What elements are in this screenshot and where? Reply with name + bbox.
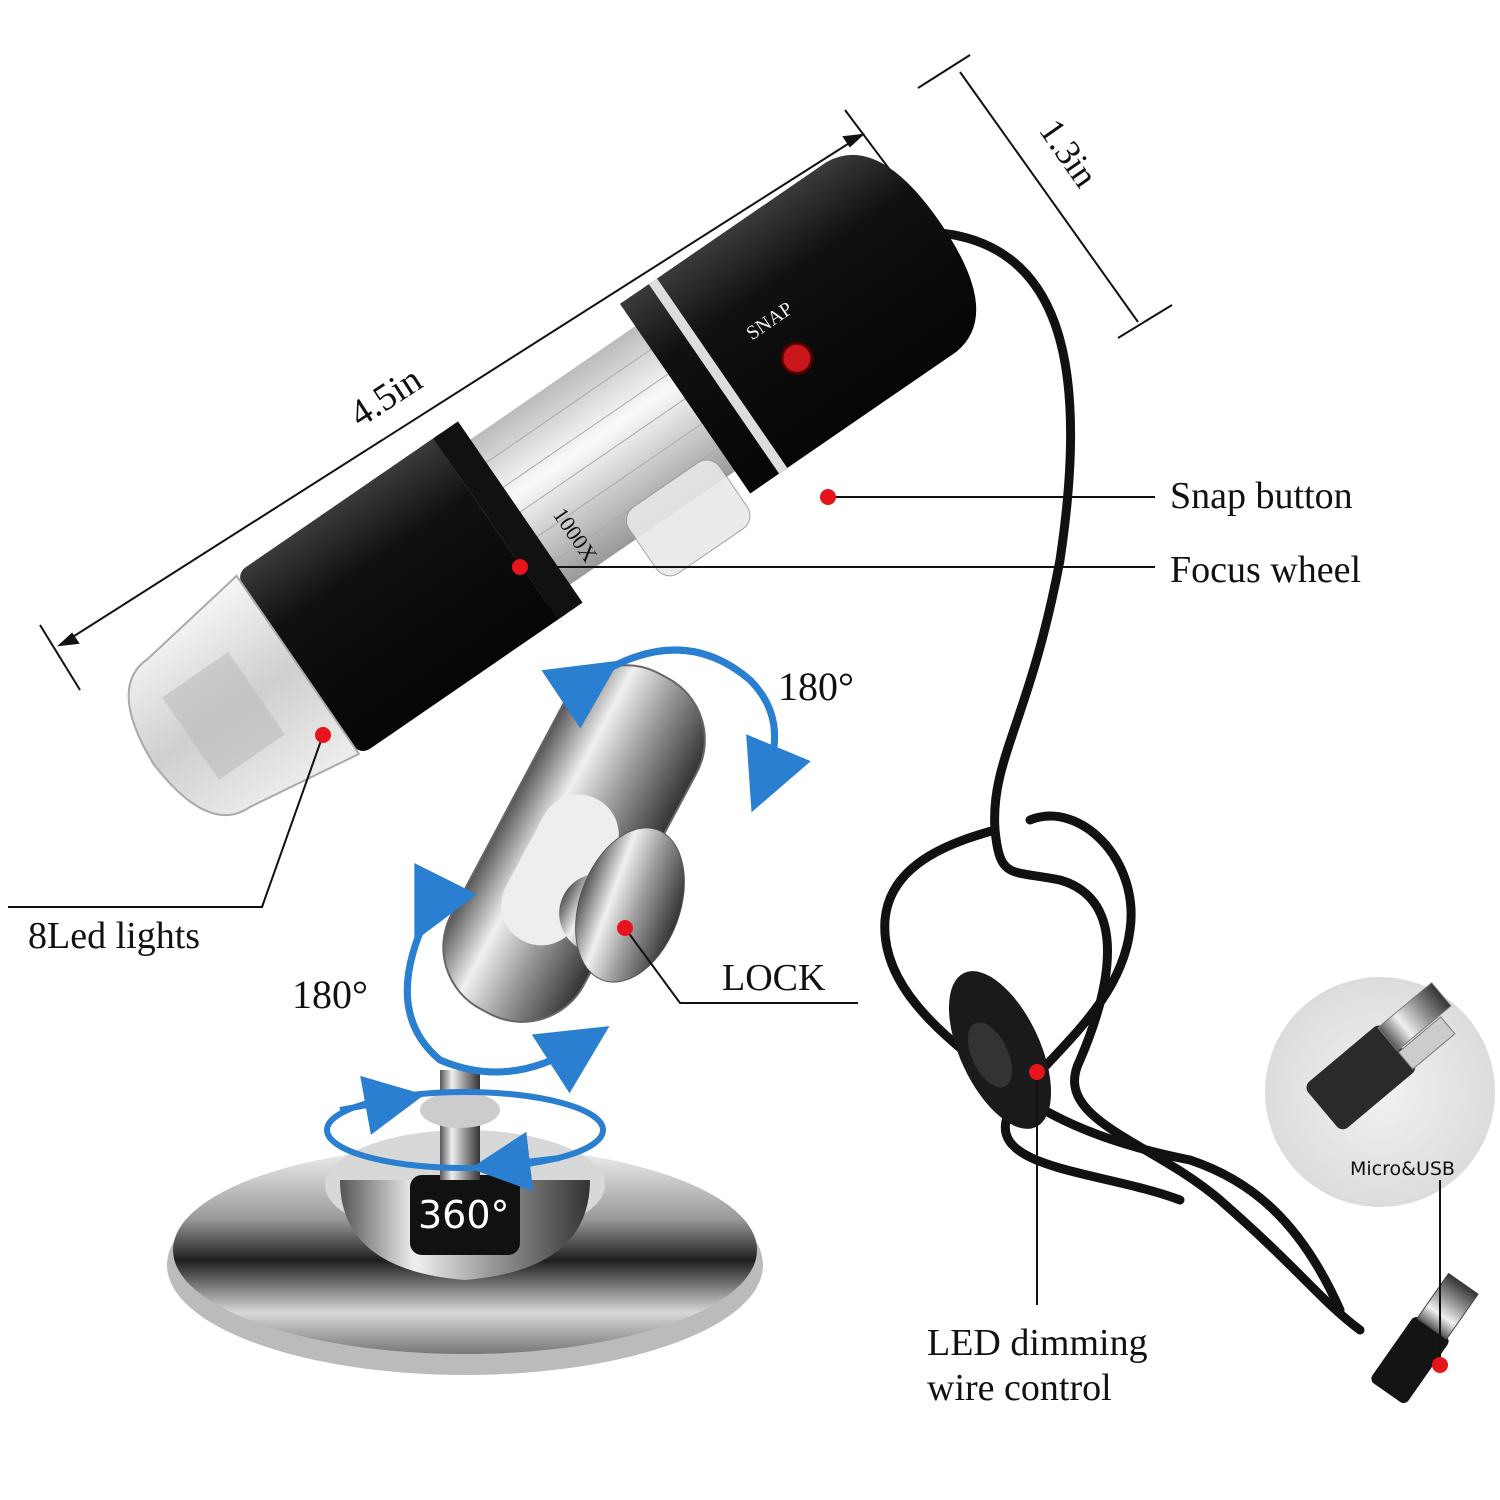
rotation-base-label: 360°: [418, 1193, 510, 1237]
callout-dot-lock: [617, 920, 633, 936]
length-label: 4.5in: [342, 358, 430, 435]
diameter-label: 1.3in: [1031, 112, 1106, 195]
stand-arm: [442, 664, 706, 1023]
led-dimming-label-line1: LED dimming: [927, 1322, 1148, 1364]
rotation-arrow-lower: [403, 863, 610, 1094]
callout-dot-focus: [512, 559, 528, 575]
led-dimming-label-line2: wire control: [927, 1367, 1112, 1409]
connector-badge: Micro&USB: [1265, 977, 1495, 1207]
rotation-arrow-top: [541, 646, 811, 813]
lock-label: LOCK: [722, 957, 826, 999]
callout-dot-usb: [1432, 1357, 1448, 1373]
callout-dots: [315, 489, 1448, 1373]
microscope-body: 1000X SNAP: [127, 154, 977, 816]
snap-button[interactable]: [776, 337, 818, 379]
rotation-arrow-base: [324, 1075, 606, 1192]
callout-dot-snap: [820, 489, 836, 505]
focus-wheel-label: Focus wheel: [1170, 549, 1361, 591]
usb-plug: [1371, 1272, 1479, 1404]
rotation-top-label: 180°: [778, 664, 854, 709]
led-lights-label: 8Led lights: [28, 915, 200, 957]
callout-lines: [8, 496, 1441, 1365]
stand-base: [167, 1070, 763, 1375]
dimmer-switch: [948, 971, 1052, 1129]
callout-dot-led: [315, 727, 331, 743]
usb-cable: [880, 227, 1365, 1335]
rotation-lower-label: 180°: [292, 972, 368, 1017]
connector-label: Micro&USB: [1350, 1158, 1455, 1180]
snap-button-label: Snap button: [1170, 475, 1353, 517]
callout-dot-dimmer: [1029, 1064, 1045, 1080]
diameter-dimension: [917, 54, 1173, 339]
length-dimension: [39, 109, 891, 691]
